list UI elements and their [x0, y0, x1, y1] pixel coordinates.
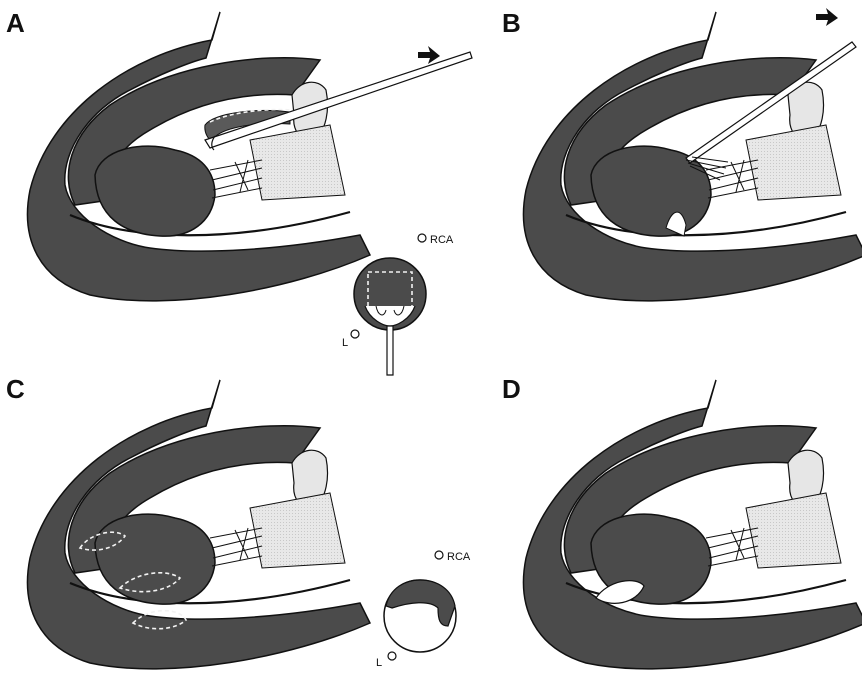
- panel-b: B: [502, 8, 862, 301]
- rca-marker-c: [435, 551, 443, 559]
- heart-section-a: [28, 12, 371, 301]
- rca-marker-a: [418, 234, 426, 242]
- panel-c: C RCA L: [6, 374, 471, 669]
- pull-arrow-icon-b: [816, 8, 838, 26]
- panel-letter-c: C: [6, 374, 25, 404]
- left-marker-c: [388, 652, 396, 660]
- inset-c: RCA L: [376, 551, 471, 669]
- left-label-a: L: [342, 337, 348, 349]
- heart-section-d: [524, 380, 862, 669]
- rca-label-a: RCA: [430, 234, 454, 246]
- panel-letter-d: D: [502, 374, 521, 404]
- panel-letter-b: B: [502, 8, 521, 38]
- left-marker-a: [351, 330, 359, 338]
- pull-arrow-icon-a: [418, 46, 440, 64]
- panel-a: A RCA L: [6, 8, 472, 375]
- panel-letter-a: A: [6, 8, 25, 38]
- left-label-c: L: [376, 657, 382, 669]
- heart-section-c: [28, 380, 371, 669]
- panel-d: D: [502, 374, 862, 669]
- rca-label-c: RCA: [447, 551, 471, 563]
